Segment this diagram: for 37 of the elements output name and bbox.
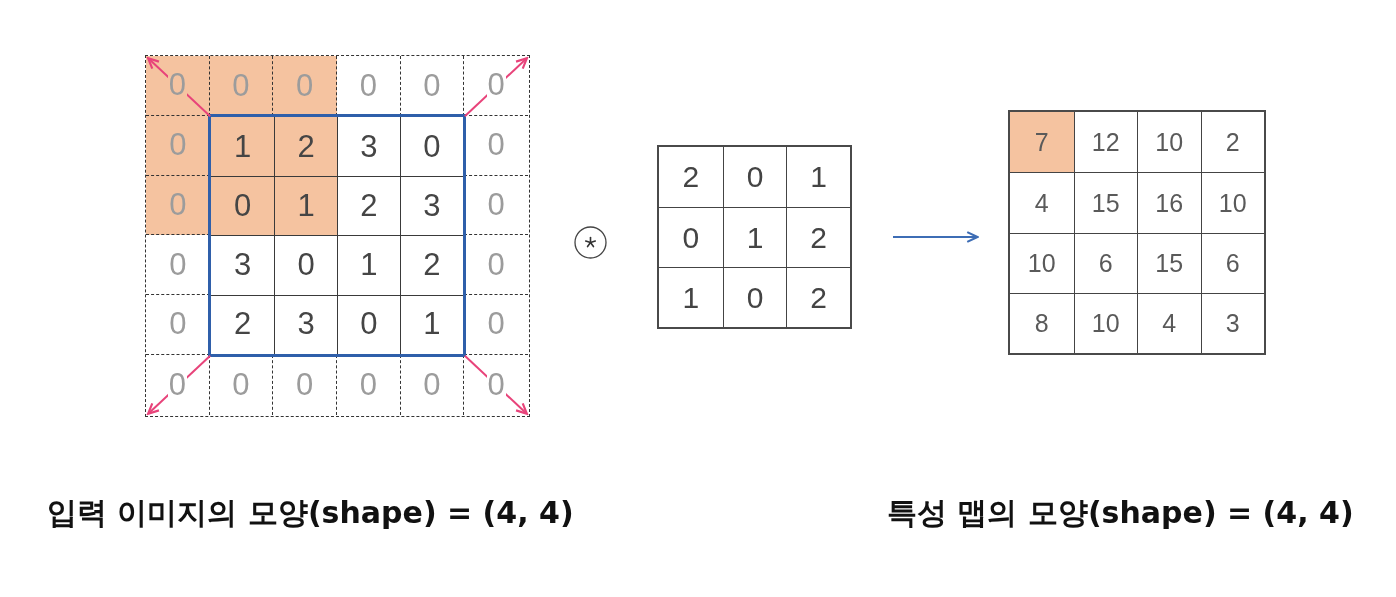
feature-value: 10	[1200, 172, 1264, 233]
kernel-weight: 2	[786, 207, 850, 267]
padding-value: 0	[273, 56, 337, 116]
padding-value: 0	[209, 56, 274, 116]
pixel-value: 0	[211, 176, 275, 236]
pixel-value: 2	[274, 117, 337, 177]
feature-value: 7	[1010, 112, 1074, 173]
feature-value: 10	[1073, 292, 1137, 353]
pixel-value: 0	[274, 235, 337, 295]
kernel-weight: 2	[786, 267, 850, 327]
pixel-value: 3	[274, 294, 337, 354]
padded-input-grid	[145, 55, 530, 417]
kernel-grid	[657, 145, 852, 329]
kernel-weight: 1	[722, 207, 787, 267]
shape-caption: 특성 맵의 모양(shape) = (4, 4)	[887, 495, 1354, 531]
input-image-outline	[208, 114, 466, 357]
feature-value: 3	[1200, 292, 1264, 353]
feature-value: 15	[1073, 172, 1137, 233]
padding-value: 0	[146, 175, 210, 236]
pixel-value: 1	[399, 294, 463, 354]
pixel-value: 2	[337, 176, 400, 236]
feature-value: 15	[1137, 232, 1201, 293]
feature-value: 16	[1137, 172, 1201, 233]
arrow	[892, 231, 979, 243]
pixel-value: 3	[399, 176, 463, 236]
feature-value: 4	[1137, 292, 1201, 353]
padding-value: 0	[146, 115, 210, 176]
pixel-value: 1	[211, 117, 275, 177]
kernel-weight: 0	[722, 267, 787, 327]
feature-value: 6	[1200, 232, 1264, 293]
pixel-value: 1	[337, 235, 400, 295]
feature-map-grid	[1008, 110, 1266, 355]
shape-caption: 입력 이미지의 모양(shape) = (4, 4)	[47, 495, 574, 531]
pixel-value: 2	[399, 235, 463, 295]
pixel-value: 0	[337, 294, 400, 354]
pixel-value: 1	[274, 176, 337, 236]
feature-value: 6	[1073, 232, 1137, 293]
